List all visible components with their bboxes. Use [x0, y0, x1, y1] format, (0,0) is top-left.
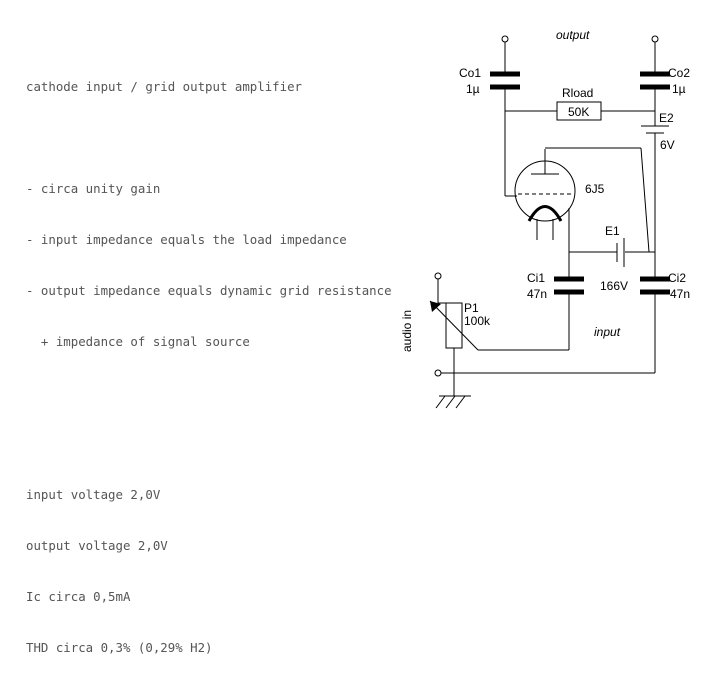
wiring-tube — [505, 147, 655, 277]
ci1-value: 47n — [527, 287, 547, 301]
spec-line: output voltage 2,0V — [26, 538, 168, 553]
notes-spacer — [26, 435, 392, 452]
capacitor-co1 — [490, 42, 520, 196]
e1-name: E1 — [605, 224, 620, 238]
capacitor-ci2 — [640, 246, 670, 373]
p1-name: P1 — [464, 301, 479, 315]
co1-value: 1µ — [466, 82, 480, 96]
notes-title: cathode input / grid output amplifier — [26, 79, 303, 94]
spec-line: Ic circa 0,5mA — [26, 589, 131, 604]
audio-in-terminal-bottom[interactable] — [434, 369, 442, 377]
p1-value: 100k — [464, 314, 491, 328]
e1-value: 166V — [600, 279, 628, 293]
capacitor-co2 — [640, 42, 670, 126]
rload-name: Rload — [562, 86, 593, 100]
ground-icon — [435, 395, 471, 409]
vacuum-tube-6j5 — [514, 149, 576, 240]
spec-line: input voltage 2,0V — [26, 487, 161, 502]
resistor-rload — [505, 101, 655, 121]
amplifier-schematic: output Co1 1µ Co2 1µ Rload 50K E2 6V — [400, 28, 690, 409]
battery-e1 — [616, 238, 625, 267]
potentiometer-p1 — [429, 279, 569, 373]
rload-value: 50K — [568, 105, 589, 119]
ci2-value: 47n — [670, 287, 690, 301]
audio-in-terminal-top[interactable] — [434, 272, 442, 280]
e2-value: 6V — [660, 138, 675, 152]
output-label: output — [556, 28, 590, 42]
tube-name: 6J5 — [585, 182, 605, 196]
ci2-name: Ci2 — [668, 271, 686, 285]
spec-line: THD circa 0,3% (0,29% H2) — [26, 640, 213, 655]
ci1-name: Ci1 — [527, 271, 545, 285]
e2-name: E2 — [659, 111, 674, 125]
note-bullet: - circa unity gain — [26, 181, 161, 196]
ground-wiring — [441, 372, 655, 396]
note-bullet: - output impedance equals dynamic grid r… — [26, 283, 392, 298]
note-bullet: + impedance of signal source — [26, 334, 250, 349]
input-label: input — [594, 325, 621, 339]
note-bullet: - input impedance equals the load impeda… — [26, 232, 347, 247]
audio-in-label: audio in — [400, 310, 414, 352]
output-terminal-right[interactable] — [651, 35, 659, 43]
co2-value: 1µ — [672, 82, 686, 96]
co1-name: Co1 — [459, 66, 481, 80]
capacitor-ci1 — [554, 276, 584, 350]
output-terminal-left[interactable] — [501, 35, 509, 43]
battery-e2 — [641, 125, 669, 246]
co2-name: Co2 — [668, 66, 690, 80]
